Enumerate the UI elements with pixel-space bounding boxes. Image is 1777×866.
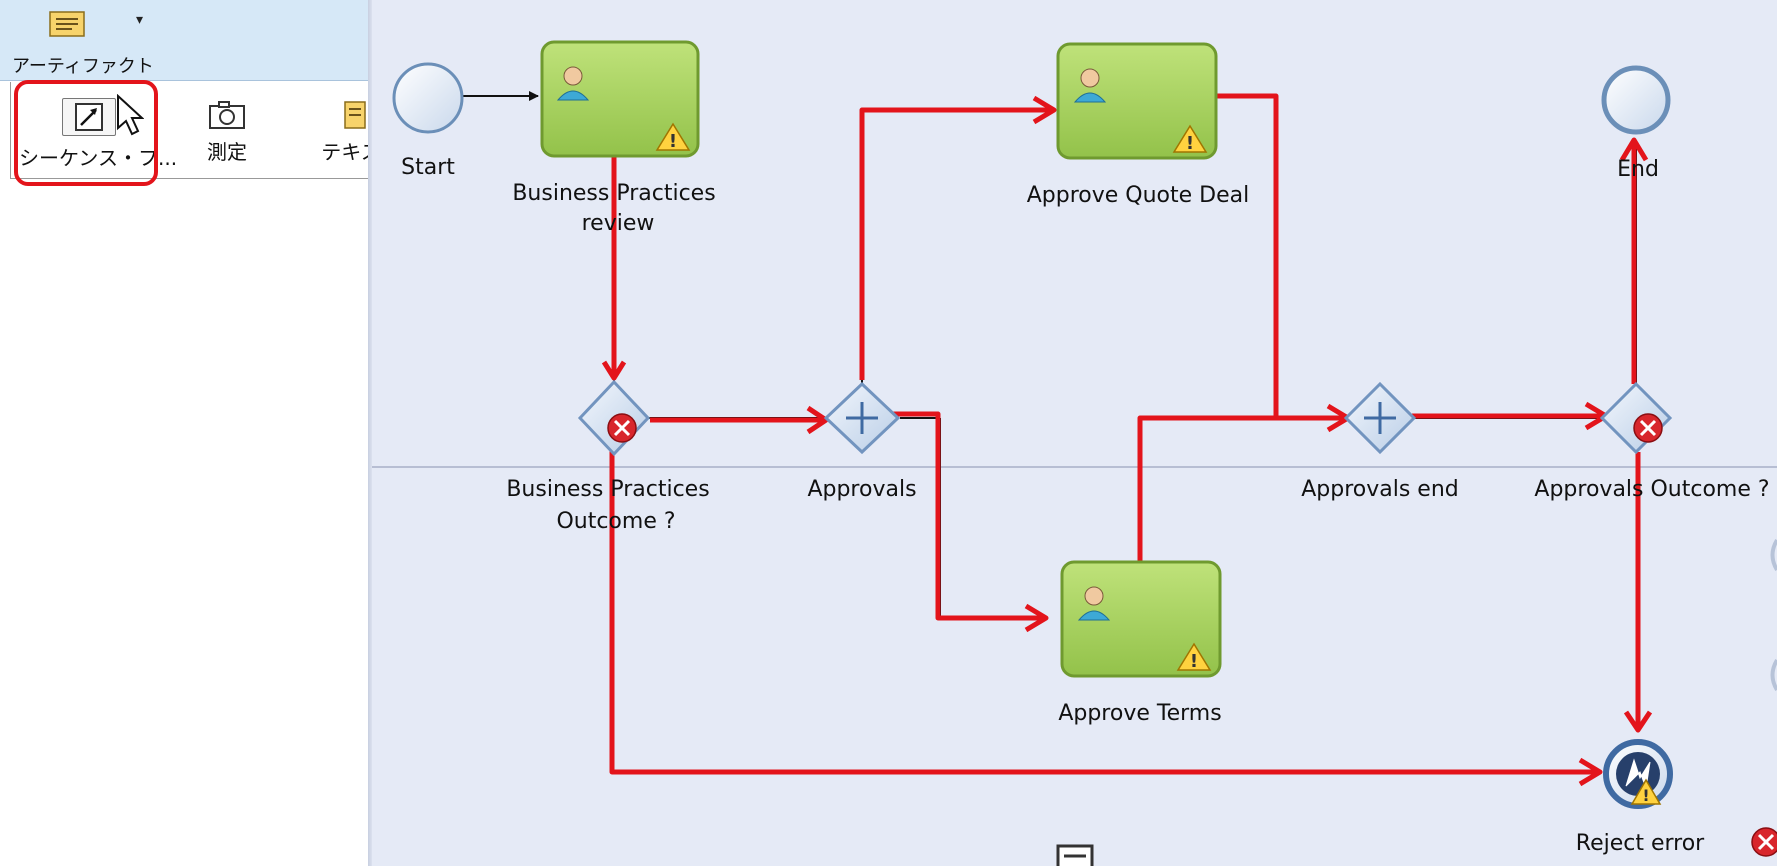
gateway-bp-outcome-label: Business Practices: [506, 477, 709, 502]
plus-icon: [846, 402, 878, 434]
task-approve-quote-deal-label: Approve Quote Deal: [1027, 183, 1250, 208]
dropdown-arrow-icon[interactable]: ▾: [136, 12, 144, 28]
camera-icon: [207, 98, 247, 130]
canvas-edge: [368, 0, 374, 866]
gateway-approvals-end[interactable]: [1343, 381, 1417, 455]
palette-tools: シーケンス・フ... 測定 テキス: [10, 82, 381, 179]
gateway-approvals[interactable]: [823, 381, 901, 455]
end-event[interactable]: [1601, 65, 1671, 135]
start-event[interactable]: [392, 62, 464, 134]
warning-icon: !: [1172, 124, 1208, 154]
svg-text:!: !: [1190, 651, 1198, 672]
error-icon: [607, 413, 637, 443]
collapse-handle-icon[interactable]: [1056, 844, 1094, 866]
sequence-flow-icon: [62, 98, 116, 136]
mouse-cursor-icon: [117, 94, 144, 136]
user-task-icon: [1073, 68, 1107, 103]
task-business-practices-review-label: Business Practices: [512, 181, 715, 206]
palette-group-header[interactable]: ▾ アーティファクト: [0, 0, 372, 81]
reject-error-event[interactable]: !: [1603, 739, 1673, 809]
gateway-bp-outcome-label-2: Outcome ?: [556, 509, 675, 534]
gateway-approvals-outcome-label: Approvals Outcome ?: [1534, 477, 1769, 502]
lane-divider: [372, 466, 1777, 468]
warning-icon: !: [655, 122, 691, 152]
task-approve-terms[interactable]: !: [1060, 560, 1222, 678]
end-label: End: [1617, 157, 1659, 182]
start-label: Start: [401, 155, 455, 180]
warning-icon: !: [1176, 642, 1212, 672]
gateway-business-practices-outcome[interactable]: [577, 379, 651, 457]
gateway-approvals-label: Approvals: [807, 477, 916, 502]
reject-error-label: Reject error: [1576, 831, 1705, 856]
user-task-icon: [1077, 586, 1111, 621]
task-business-practices-review-label-2: review: [582, 211, 655, 236]
measure-tool[interactable]: 測定: [187, 82, 267, 178]
offscreen-error-icon: [1751, 827, 1777, 857]
warning-icon: !: [1630, 778, 1662, 805]
task-business-practices-review[interactable]: !: [540, 40, 700, 158]
palette-panel: ▾ アーティファクト シーケンス・フ... 測定: [0, 0, 381, 866]
palette-group-label: アーティファクト: [12, 56, 154, 77]
gateway-approvals-outcome[interactable]: [1599, 381, 1673, 455]
note-icon: [49, 11, 85, 37]
offscreen-shape-edge: [1770, 538, 1777, 692]
svg-text:!: !: [1642, 786, 1649, 805]
highlighted-sequence-flows: [601, 93, 1653, 787]
gateway-approvals-end-label: Approvals end: [1301, 477, 1459, 502]
svg-text:!: !: [1186, 133, 1194, 154]
text-annotation-icon: [331, 98, 371, 130]
sequence-flow-tool[interactable]: シーケンス・フ...: [19, 82, 178, 178]
user-task-icon: [556, 66, 590, 101]
selected-tool-highlight: [14, 80, 158, 186]
task-approve-terms-label: Approve Terms: [1058, 701, 1221, 726]
measure-label: 測定: [207, 140, 247, 164]
sequence-flows-black: [462, 91, 1637, 618]
error-icon: [1633, 413, 1663, 443]
task-approve-quote-deal[interactable]: !: [1056, 42, 1218, 160]
plus-icon: [1364, 402, 1396, 434]
svg-text:!: !: [669, 131, 677, 152]
sequence-flow-label: シーケンス・フ...: [19, 146, 178, 170]
